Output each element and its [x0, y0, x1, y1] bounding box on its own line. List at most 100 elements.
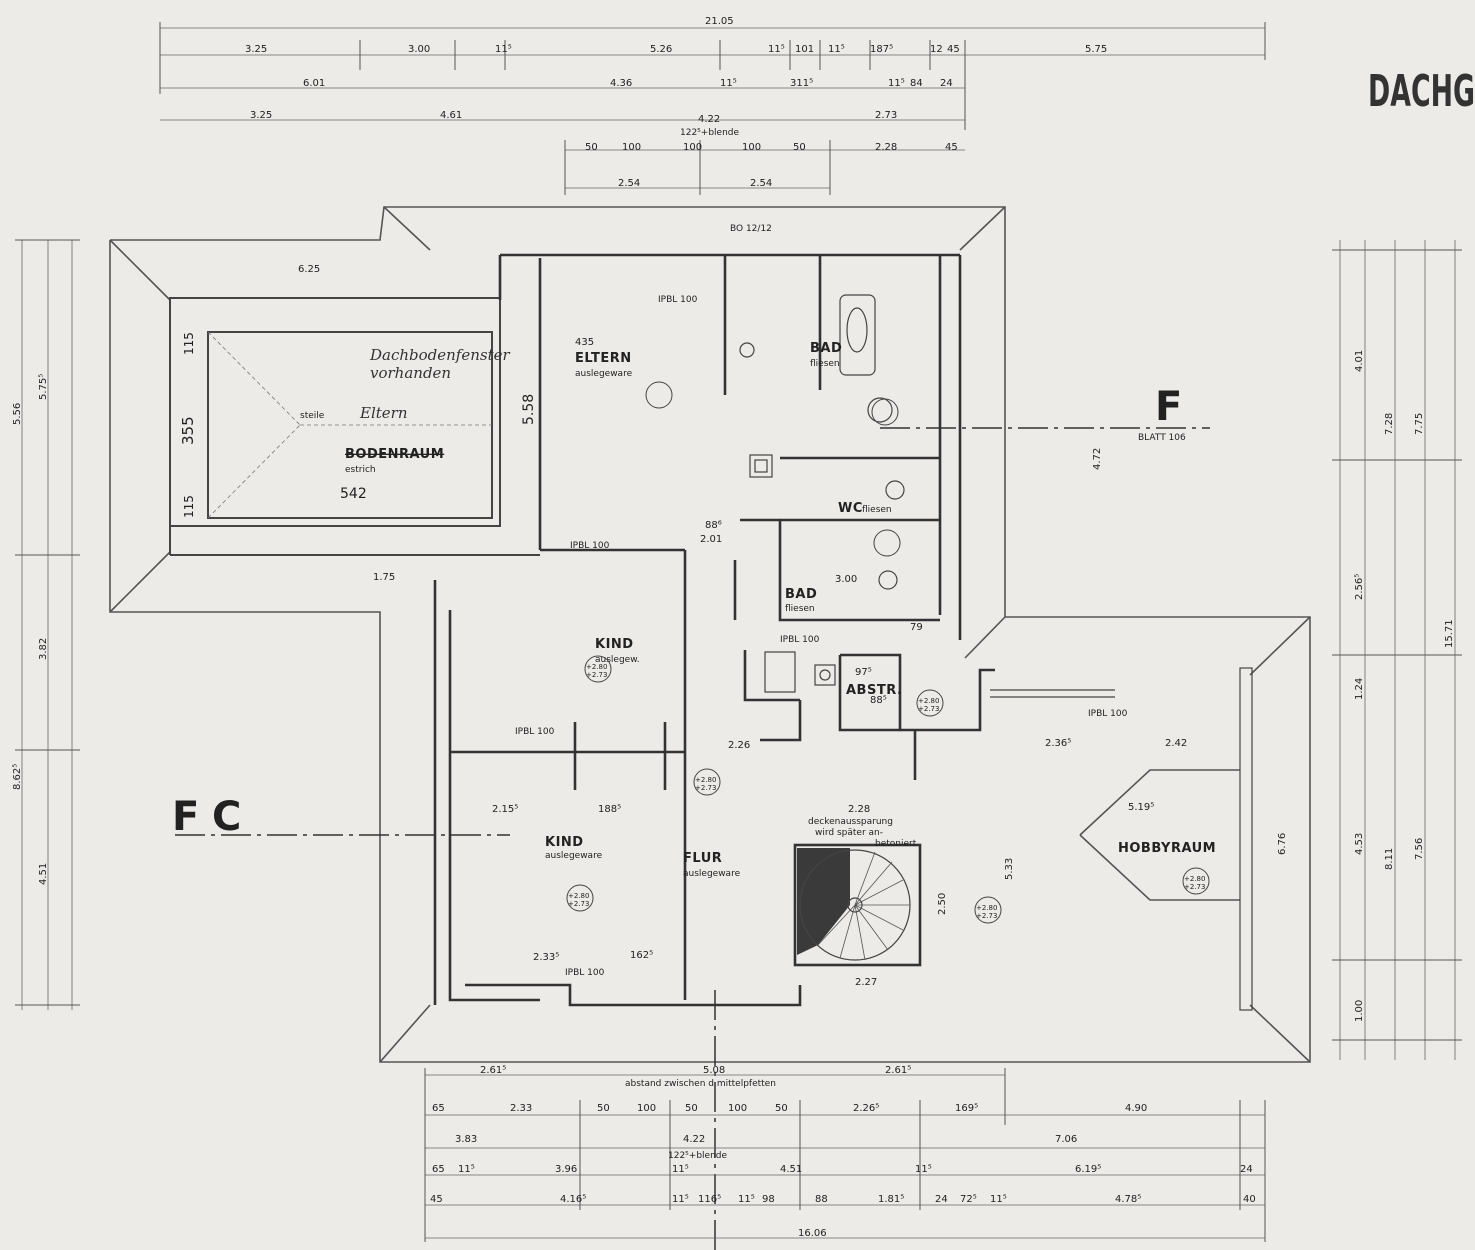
level-label-1: +2.80: [586, 663, 607, 671]
dim-interior: 2.26: [728, 740, 750, 751]
room-kind-2: KIND: [545, 835, 584, 850]
dim-bottom-r2: 169⁵: [955, 1103, 978, 1114]
eltern-area: 435: [575, 337, 594, 348]
dim-bottom-r5: 116⁵: [698, 1194, 721, 1205]
level-label-9: +2.80: [976, 904, 997, 912]
dim-bottom-total: 16.06: [798, 1228, 827, 1239]
dim-top-r4: 100: [742, 142, 761, 153]
dim-bottom-r3: 7.06: [1055, 1134, 1077, 1145]
level-label-7: +2.80: [568, 892, 589, 900]
dim-bottom-r5: 40: [1243, 1194, 1256, 1205]
dim-bottom-r5: 1.81⁵: [878, 1194, 904, 1205]
dim-top-r1: 3.25: [245, 44, 267, 55]
dim-right: 7.56: [1414, 838, 1425, 860]
fixtures: [739, 294, 1253, 1011]
dim-bottom-r4: 11⁵: [672, 1164, 689, 1175]
level-label-10: +2.73: [976, 912, 997, 920]
section-mark-f-right: F: [1155, 384, 1182, 430]
dim-interior-2: 115: [182, 495, 196, 518]
note-deckenaussparung-2: wird später an-: [815, 828, 883, 838]
section-mark-f-left: F: [172, 794, 199, 840]
room-kind-2-floor: auslegeware: [545, 851, 603, 861]
dim-right: 15.71: [1444, 619, 1455, 648]
dim-bottom-r5: 98: [762, 1194, 775, 1205]
dim-bottom-r2: 50: [775, 1103, 788, 1114]
sheet-title: DACHG: [1368, 66, 1475, 117]
dim-top-r1: 45: [947, 44, 960, 55]
dim-top-r4: 2.28: [875, 142, 897, 153]
dim-interior: 1.75: [373, 572, 395, 583]
dim-interior: 5.58: [521, 394, 537, 425]
dim-interior: 2.27: [855, 977, 877, 988]
room-kind-1-floor: auslegew.: [595, 655, 640, 665]
dimension-ticks: [15, 22, 1462, 1242]
dim-left: 4.51: [38, 863, 49, 885]
dim-top-r2: 4.36: [610, 78, 632, 89]
dim-bottom-r5: 24: [935, 1194, 948, 1205]
dim-bottom-r2: 100: [728, 1103, 747, 1114]
dim-bottom-r5: 45: [430, 1194, 443, 1205]
level-label-8: +2.73: [568, 900, 589, 908]
dim-right: 7.75: [1414, 413, 1425, 435]
dim-bottom-r5: 4.16⁵: [560, 1194, 586, 1205]
dims-right: 4.01 7.28 7.75 2.56⁵ 1.24 15.71 4.53 8.1…: [1354, 350, 1455, 1022]
room-bad-2-floor: fliesen: [785, 604, 815, 614]
dim-bottom-r5: 88: [815, 1194, 828, 1205]
dim-bottom-r3: 4.22: [683, 1134, 705, 1145]
dim-interior: 6.25: [298, 264, 320, 275]
beam-ipbl-5: IPBL 100: [780, 635, 820, 645]
dim-right: 7.28: [1384, 413, 1395, 435]
dim-left: 5.75⁵: [38, 374, 49, 400]
dim-bottom-r4: 11⁵: [915, 1164, 932, 1175]
handwritten-prefix: steile: [300, 411, 325, 421]
dim-bottom-r4: 6.19⁵: [1075, 1164, 1101, 1175]
dim-interior: 162⁵: [630, 950, 653, 961]
handwritten-note-line-1: Dachbodenfenster: [369, 346, 510, 364]
dim-top-r3: 3.25: [250, 110, 272, 121]
dim-bottom-r3: 3.83: [455, 1134, 477, 1145]
room-bodenraum-floor: estrich: [345, 465, 376, 475]
section-mark-c-left: C: [212, 794, 241, 840]
dim-bottom-r1: 2.61⁵: [885, 1065, 911, 1076]
dims-interior: 6.25 355 542 5.58 115 115 1.75 2.01 88⁶ …: [179, 264, 1288, 988]
room-bad-1-floor: fliesen: [810, 359, 840, 369]
dim-right: 4.01: [1354, 350, 1365, 372]
dim-top-total: 21.05: [705, 16, 734, 27]
dim-right: 4.53: [1354, 833, 1365, 855]
dim-interior: 542: [340, 486, 367, 502]
dim-top-r1: 5.26: [650, 44, 672, 55]
dim-top-r4: 100: [683, 142, 702, 153]
dim-bottom-r2: 50: [685, 1103, 698, 1114]
dim-bottom-r2: 50: [597, 1103, 610, 1114]
dim-top-r2: 24: [940, 78, 953, 89]
beam-ipbl-4: IPBL 100: [565, 968, 605, 978]
note-blende-bottom: 122⁵+blende: [668, 1151, 727, 1161]
beam-bo-1212: BO 12/12: [730, 224, 772, 234]
dim-bottom-r2: 100: [637, 1103, 656, 1114]
level-label-6: +2.73: [695, 784, 716, 792]
dim-interior: 115: [182, 332, 196, 355]
room-eltern: ELTERN: [575, 351, 632, 366]
dim-interior: 2.36⁵: [1045, 738, 1071, 749]
dim-top-r1: 11⁵: [768, 44, 785, 55]
dim-left: 8.62⁵: [12, 764, 23, 790]
dim-top-r4: 45: [945, 142, 958, 153]
dim-bottom-r5: 4.78⁵: [1115, 1194, 1141, 1205]
dim-right: 8.11: [1384, 848, 1395, 870]
note-blende-top: 122⁵+blende: [680, 128, 739, 138]
dim-bottom-r5: 11⁵: [738, 1194, 755, 1205]
dim-bottom-r4: 24: [1240, 1164, 1253, 1175]
dim-bottom-r4: 3.96: [555, 1164, 577, 1175]
level-label-3: +2.80: [918, 697, 939, 705]
dim-top-r1: 5.75: [1085, 44, 1107, 55]
dim-interior: 2.42: [1165, 738, 1187, 749]
dim-top-r1: 12: [930, 44, 943, 55]
dim-top-r5: 2.54: [618, 178, 640, 189]
dim-interior: 2.15⁵: [492, 804, 518, 815]
beam-ipbl-2: IPBL 100: [570, 541, 610, 551]
room-hobbyraum: HOBBYRAUM: [1118, 841, 1216, 856]
dim-top-r2: 84: [910, 78, 923, 89]
room-wc: WC: [838, 501, 863, 516]
